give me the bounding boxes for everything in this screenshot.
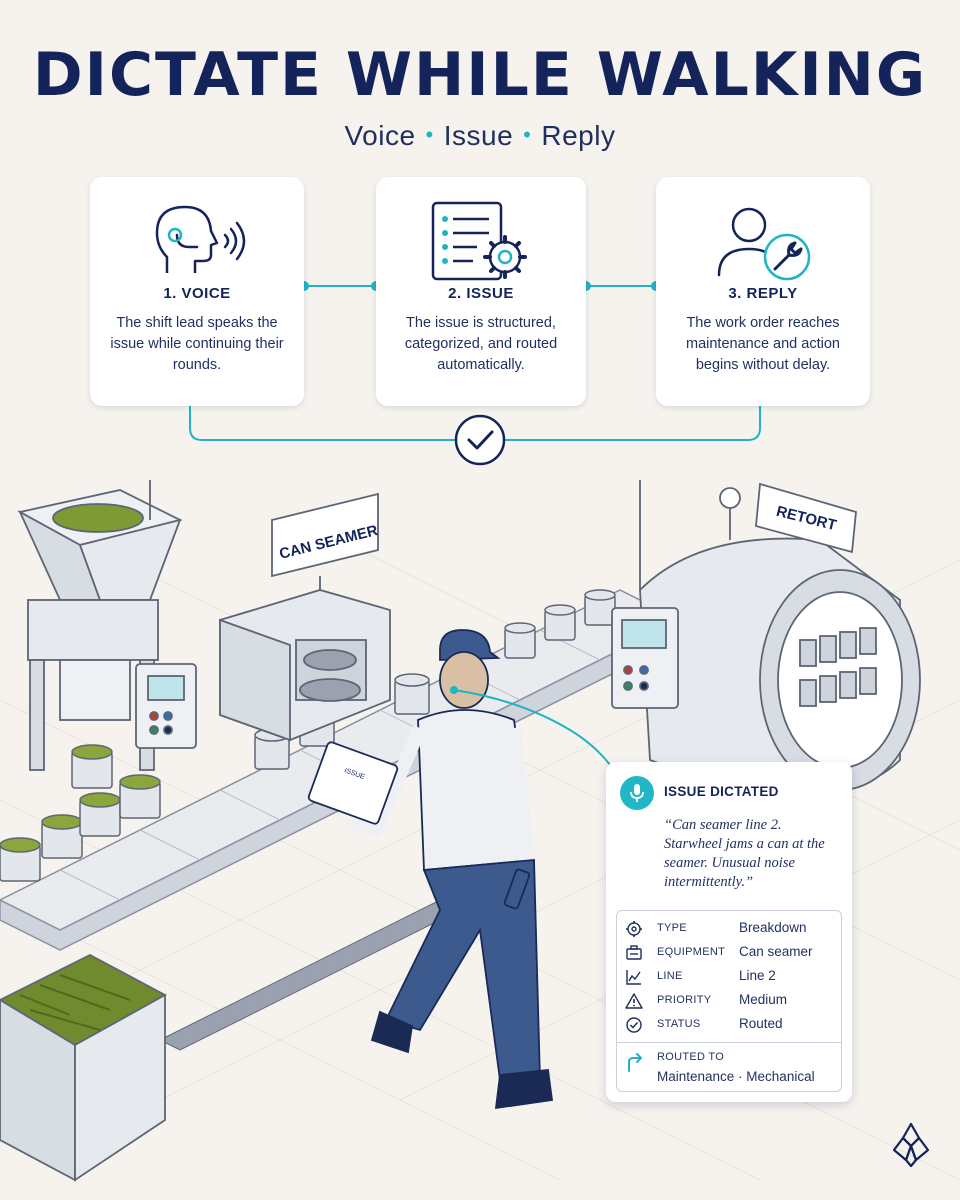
field-key: EQUIPMENT xyxy=(657,946,726,958)
field-value: Line 2 xyxy=(739,968,776,983)
field-key: STATUS xyxy=(657,1018,701,1030)
field-key: LINE xyxy=(657,970,683,982)
check-circle-icon xyxy=(454,414,506,466)
warning-icon xyxy=(625,993,643,1009)
subtitle-issue: Issue xyxy=(443,120,514,151)
dictated-quote: “Can seamer line 2. Starwheel jams a can… xyxy=(664,817,825,890)
person-wrench-icon xyxy=(717,207,811,281)
step-text: The work order reaches maintenance and a… xyxy=(686,315,840,373)
route-arrow-icon xyxy=(628,1053,642,1072)
routed-to-value: Maintenance · Mechanical xyxy=(657,1069,815,1084)
bean-crate xyxy=(0,953,167,1182)
step-text: The shift lead speaks the issue while co… xyxy=(110,315,284,373)
head-speaking-icon xyxy=(155,205,246,273)
panel-title: ISSUE DICTATED xyxy=(664,784,779,799)
field-value: Medium xyxy=(739,992,788,1007)
issue-dictated-panel: ISSUE DICTATED “Can seamer line 2. Starw… xyxy=(606,762,852,1102)
step-title: 1. VOICE xyxy=(163,285,231,302)
worker xyxy=(307,629,554,1110)
check-circle-icon xyxy=(626,1017,642,1033)
step-title: 2. ISSUE xyxy=(448,285,514,302)
subtitle: Voice • Issue • Reply xyxy=(0,120,960,152)
subtitle-voice: Voice xyxy=(344,120,416,151)
subtitle-dot: • xyxy=(425,122,434,147)
step-card-issue: 2. ISSUE The issue is structured, catego… xyxy=(376,177,586,406)
field-status: STATUS Routed xyxy=(617,1013,841,1037)
step-card-reply: 3. REPLY The work order reaches maintena… xyxy=(656,177,870,406)
field-key: PRIORITY xyxy=(657,994,712,1006)
issue-fields: TYPE Breakdown EQUIPMENT Can seamer LINE xyxy=(616,910,842,1092)
field-equipment: EQUIPMENT Can seamer xyxy=(617,941,841,965)
filler-machine xyxy=(17,480,197,771)
step-card-voice: 1. VOICE The shift lead speaks the issue… xyxy=(90,177,304,406)
field-priority: PRIORITY Medium xyxy=(617,989,841,1013)
retort-machine xyxy=(611,480,921,801)
line-chart-icon xyxy=(626,970,641,985)
field-line: LINE Line 2 xyxy=(617,965,841,989)
subtitle-dot: • xyxy=(523,122,532,147)
step-title: 3. REPLY xyxy=(728,285,798,302)
field-type: TYPE Breakdown xyxy=(617,917,841,941)
can-seamer-machine xyxy=(219,492,391,742)
microphone-icon xyxy=(620,776,654,810)
checklist-gear-icon xyxy=(431,201,527,281)
field-value: Routed xyxy=(739,1016,783,1031)
subtitle-reply: Reply xyxy=(541,120,616,151)
step-text: The issue is structured, categorized, an… xyxy=(404,315,558,373)
gear-icon xyxy=(626,921,642,937)
divider xyxy=(617,1042,841,1043)
field-key: TYPE xyxy=(657,922,687,934)
routed-to-label: ROUTED TO xyxy=(657,1051,725,1063)
brand-logo-icon xyxy=(892,1122,930,1168)
field-value: Can seamer xyxy=(739,944,813,959)
machine-icon xyxy=(626,945,642,960)
page-title: DICTATE WHILE WALKING xyxy=(32,40,928,110)
filled-cans xyxy=(0,744,161,882)
factory-scene: CAN SEAMER RETORT xyxy=(0,480,960,1182)
field-value: Breakdown xyxy=(739,920,807,935)
